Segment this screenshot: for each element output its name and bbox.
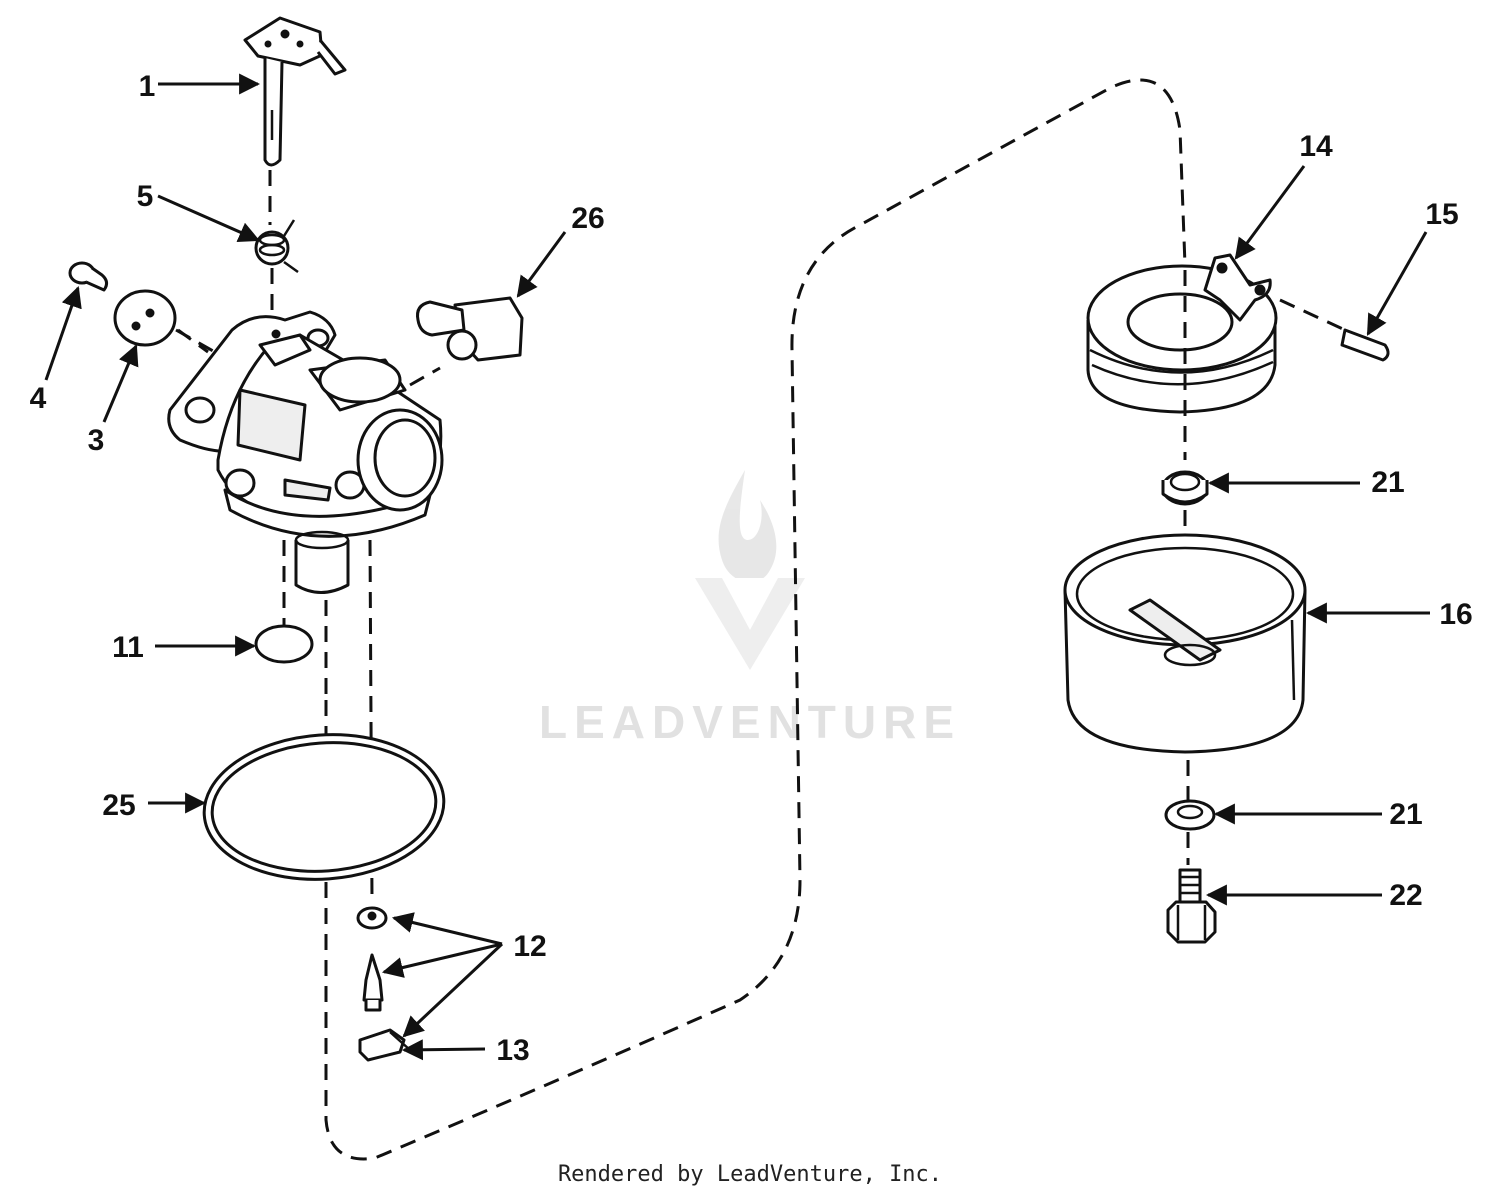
callout-3: 3	[88, 424, 105, 457]
callout-labels: 1 5 26 4 3 11 25 12 13 14 15 21 16 21 22	[30, 70, 1473, 1067]
part-21-washer-lower	[1164, 799, 1216, 831]
flame-v-logo-icon	[695, 470, 805, 670]
callout-5: 5	[137, 180, 154, 213]
part-4-screw	[68, 261, 109, 292]
part-13-clip	[358, 1028, 411, 1062]
callout-22: 22	[1389, 879, 1422, 912]
part-26-fuel-fitting	[416, 296, 524, 362]
part-5-spring	[254, 219, 299, 274]
callout-15: 15	[1425, 198, 1458, 231]
watermark-logo: LEADVENTURE	[539, 470, 961, 748]
callout-14: 14	[1299, 130, 1333, 163]
part-21-washer-upper	[1161, 470, 1209, 506]
bowl-stem	[294, 530, 350, 594]
part-25-gasket-ring	[202, 733, 446, 881]
carburetor-body	[167, 310, 444, 538]
callout-25: 25	[102, 789, 135, 822]
part-22-bowl-screw	[1166, 868, 1217, 944]
callout-12: 12	[513, 930, 546, 963]
connection-dashed-loop	[324, 78, 1187, 1161]
callout-13: 13	[496, 1034, 529, 1067]
callout-1: 1	[139, 70, 156, 103]
callout-21-upper: 21	[1371, 466, 1404, 499]
part-12-needle-parts	[356, 906, 388, 1012]
footer-credit: Rendered by LeadVenture, Inc.	[557, 1162, 943, 1187]
callout-21-lower: 21	[1389, 798, 1422, 831]
part-11-welch-plug	[254, 624, 314, 664]
part-3-throttle-plate	[113, 289, 177, 347]
callout-11: 11	[112, 631, 144, 664]
part-14-float	[1086, 253, 1278, 414]
callout-4: 4	[30, 382, 47, 415]
part-1-throttle-bracket	[243, 16, 347, 167]
part-16-float-bowl	[1063, 533, 1307, 754]
watermark-text: LEADVENTURE	[539, 696, 961, 748]
callout-26: 26	[571, 202, 604, 235]
callout-16: 16	[1439, 598, 1472, 631]
part-15-float-pin	[1340, 328, 1390, 362]
leader-lines	[44, 73, 1430, 1061]
